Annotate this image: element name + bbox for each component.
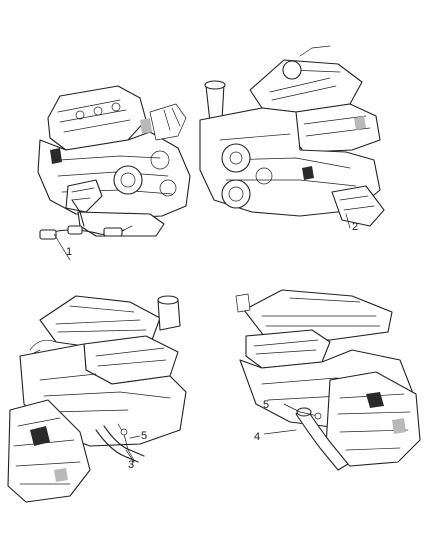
callout-5-right: 5 bbox=[263, 399, 270, 411]
engine-view-bottom-right bbox=[235, 289, 421, 471]
callout-4: 4 bbox=[254, 431, 261, 443]
engine-view-top-right bbox=[199, 45, 385, 229]
callout-5-left: 5 bbox=[141, 430, 148, 442]
callout-2: 2 bbox=[352, 221, 359, 233]
engine-view-bottom-left bbox=[7, 295, 187, 503]
callout-1: 1 bbox=[66, 246, 73, 258]
engine-view-top-left bbox=[37, 85, 191, 237]
part-1-oxygen-sensor bbox=[39, 199, 133, 261]
callout-3: 3 bbox=[128, 459, 135, 471]
